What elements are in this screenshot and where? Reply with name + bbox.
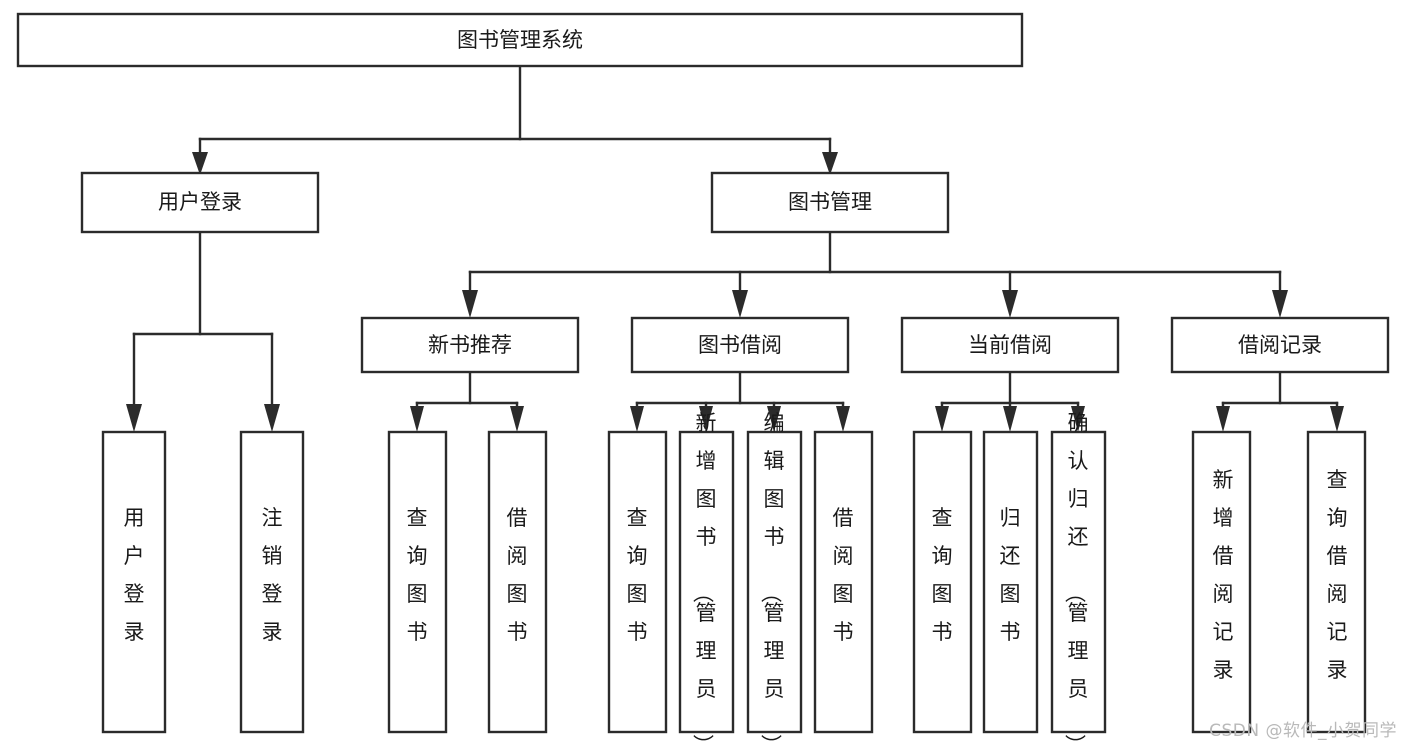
node-leaf-confirm-return-box[interactable] xyxy=(1050,430,1107,734)
arrowhead-book-manage xyxy=(822,152,838,175)
node-leaf-edit-book-label: 编辑图书（管理员） xyxy=(759,411,785,747)
node-leaf-add-book-box[interactable] xyxy=(678,430,735,734)
node-leaf-query-book-1-box[interactable] xyxy=(387,430,448,734)
node-new-book-recommend[interactable]: 新书推荐 xyxy=(360,316,580,374)
connector-group-user-login xyxy=(126,230,280,432)
node-leaf-return-book[interactable] xyxy=(982,430,1039,734)
node-leaf-return-book-label: 归还图书 xyxy=(1000,506,1021,644)
node-book-borrow[interactable]: 图书借阅 xyxy=(630,316,850,374)
node-system-root-label: 图书管理系统 xyxy=(457,28,583,52)
node-leaf-logout-login-box[interactable] xyxy=(239,430,305,734)
node-leaf-logout-login-label: 注销登录 xyxy=(262,506,283,644)
node-leaf-edit-book-box[interactable] xyxy=(746,430,803,734)
node-leaf-user-login[interactable] xyxy=(101,430,167,734)
connector-group-new-book-recommend xyxy=(410,370,524,432)
connector-group-book-borrow xyxy=(630,370,850,432)
arrowhead-leaf-edit-book xyxy=(767,406,781,432)
node-leaf-edit-book[interactable] xyxy=(746,430,803,734)
node-system-root[interactable]: 图书管理系统 xyxy=(16,12,1024,68)
node-leaf-confirm-return-label: 确认归还（管理员） xyxy=(1063,411,1089,747)
arrowhead-user-login xyxy=(192,152,208,175)
node-leaf-query-record-box[interactable] xyxy=(1306,430,1367,734)
arrowhead-current-borrow xyxy=(1002,290,1018,318)
connector-group-book-manage xyxy=(462,230,1288,318)
node-book-manage-label: 图书管理 xyxy=(788,190,872,214)
node-leaf-query-book-3-box[interactable] xyxy=(912,430,973,734)
node-leaf-query-book-1[interactable] xyxy=(387,430,448,734)
node-leaf-query-book-2[interactable] xyxy=(607,430,668,734)
node-leaf-add-book-label: 新增图书（管理员） xyxy=(691,411,717,747)
connector-group-borrow-record xyxy=(1216,370,1344,432)
node-leaf-query-record-label: 查询借阅记录 xyxy=(1327,468,1348,682)
node-user-login[interactable]: 用户登录 xyxy=(80,171,320,234)
arrowhead-leaf-borrow-book-1 xyxy=(510,406,524,432)
node-leaf-confirm-return[interactable] xyxy=(1050,430,1107,734)
node-user-login-label: 用户登录 xyxy=(158,190,242,214)
node-current-borrow-label: 当前借阅 xyxy=(968,333,1052,357)
node-current-borrow-box[interactable] xyxy=(900,316,1120,374)
node-leaf-query-record[interactable] xyxy=(1306,430,1367,734)
node-leaf-add-book[interactable] xyxy=(678,430,735,734)
node-leaf-user-login-box[interactable] xyxy=(101,430,167,734)
leaf-label-layer: 用户登录 注销登录 查询图书 借阅图书 查询图书 新增图书（管理员） 编辑图书（… xyxy=(124,411,1348,747)
arrowhead-leaf-user-login xyxy=(126,404,142,432)
node-leaf-return-book-box[interactable] xyxy=(982,430,1039,734)
node-leaf-add-record[interactable] xyxy=(1191,430,1252,734)
node-leaf-query-book-3[interactable] xyxy=(912,430,973,734)
arrowhead-leaf-borrow-book-2 xyxy=(836,406,850,432)
arrowhead-leaf-return-book xyxy=(1003,406,1017,432)
node-leaf-add-record-label: 新增借阅记录 xyxy=(1213,468,1234,682)
node-borrow-record-box[interactable] xyxy=(1170,316,1390,374)
arrowhead-new-book-recommend xyxy=(462,290,478,318)
node-new-book-recommend-box[interactable] xyxy=(360,316,580,374)
arrowhead-leaf-add-book xyxy=(699,406,713,432)
node-leaf-query-book-1-label: 查询图书 xyxy=(407,506,428,644)
node-user-login-box[interactable] xyxy=(80,171,320,234)
node-leaf-borrow-book-2-box[interactable] xyxy=(813,430,874,734)
node-book-manage-box[interactable] xyxy=(710,171,950,234)
node-leaf-borrow-book-1-label: 借阅图书 xyxy=(507,506,528,644)
node-current-borrow[interactable]: 当前借阅 xyxy=(900,316,1120,374)
node-borrow-record-label: 借阅记录 xyxy=(1238,333,1322,357)
node-leaf-borrow-book-1-box[interactable] xyxy=(487,430,548,734)
node-leaf-add-record-box[interactable] xyxy=(1191,430,1252,734)
arrowhead-leaf-add-record xyxy=(1216,406,1230,432)
node-book-borrow-label: 图书借阅 xyxy=(698,333,782,357)
node-leaf-borrow-book-1[interactable] xyxy=(487,430,548,734)
node-new-book-recommend-label: 新书推荐 xyxy=(428,333,512,357)
node-leaf-query-book-2-label: 查询图书 xyxy=(627,506,648,644)
arrowhead-leaf-query-book-3 xyxy=(935,406,949,432)
node-book-manage[interactable]: 图书管理 xyxy=(710,171,950,234)
node-leaf-query-book-2-box[interactable] xyxy=(607,430,668,734)
node-leaf-borrow-book-2-label: 借阅图书 xyxy=(833,506,854,644)
node-leaf-query-book-3-label: 查询图书 xyxy=(932,506,953,644)
arrowhead-leaf-query-record xyxy=(1330,406,1344,432)
connector-group-current-borrow xyxy=(935,370,1085,432)
arrowhead-leaf-query-book-1 xyxy=(410,406,424,432)
arrowhead-leaf-confirm-return xyxy=(1071,406,1085,432)
arrowhead-leaf-query-book-2 xyxy=(630,406,644,432)
connector-group-root xyxy=(192,64,838,175)
node-book-borrow-box[interactable] xyxy=(630,316,850,374)
node-leaf-user-login-label: 用户登录 xyxy=(124,506,145,644)
node-system-root-box[interactable] xyxy=(16,12,1024,68)
arrowhead-borrow-record xyxy=(1272,290,1288,318)
node-borrow-record[interactable]: 借阅记录 xyxy=(1170,316,1390,374)
node-leaf-logout-login[interactable] xyxy=(239,430,305,734)
node-leaf-borrow-book-2[interactable] xyxy=(813,430,874,734)
arrowhead-book-borrow xyxy=(732,290,748,318)
arrowhead-leaf-logout-login xyxy=(264,404,280,432)
